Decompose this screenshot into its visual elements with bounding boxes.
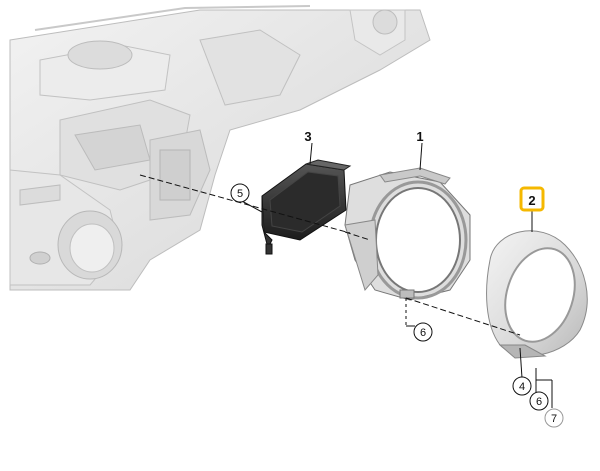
highlight-box	[519, 186, 545, 212]
ref-6-lower-label: 6	[536, 396, 542, 408]
callout-1-label: 1	[416, 129, 423, 144]
callout-part-1: 1	[416, 129, 423, 144]
ref-5-label: 5	[237, 188, 243, 200]
callout-2-label: 2	[528, 193, 535, 208]
ref-circle-7: 7	[544, 408, 564, 428]
ref-circle-6-upper: 6	[413, 322, 433, 342]
dashboard-context	[9, 5, 431, 291]
callout-3-label: 3	[304, 129, 311, 144]
ref-6-upper-label: 6	[420, 327, 426, 339]
callout-part-2: 2	[519, 186, 545, 212]
ref-circle-6-lower: 6	[529, 391, 549, 411]
callout-part-3: 3	[304, 129, 311, 144]
trim-ring-part	[486, 230, 588, 359]
display-screen-part	[261, 159, 352, 255]
ref-7-label: 7	[551, 413, 557, 425]
ref-4-label: 4	[519, 381, 525, 393]
assembly-lines	[139, 142, 553, 408]
ref-circle-5: 5	[230, 183, 250, 203]
ref-circle-4: 4	[512, 376, 532, 396]
carrier-ring-part	[344, 167, 471, 301]
